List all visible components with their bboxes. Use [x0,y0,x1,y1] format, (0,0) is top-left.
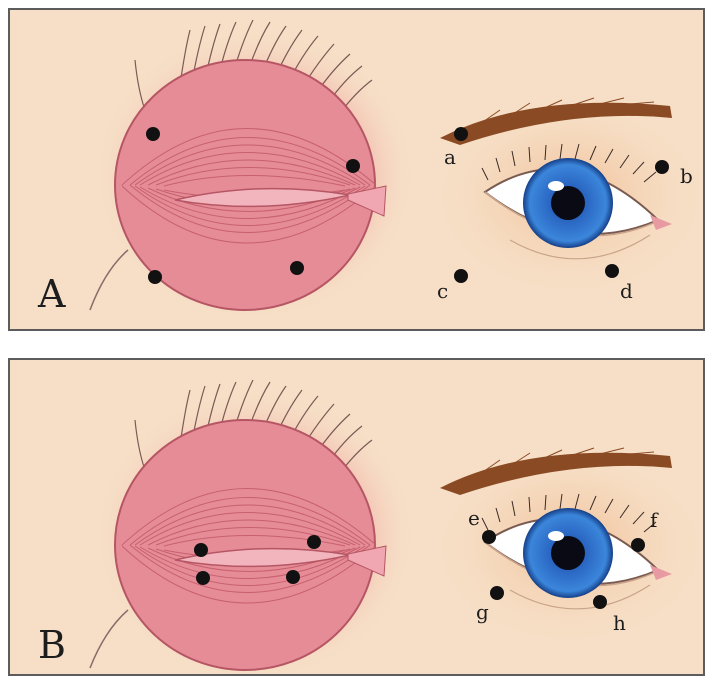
marker [148,270,162,284]
point-label-c: c [437,281,448,301]
marker-f [631,538,645,552]
panel-a-illustration [10,10,705,331]
marker-d [605,264,619,278]
point-label-h: h [613,613,626,633]
marker [346,159,360,173]
marker-c [454,269,468,283]
marker-e [482,530,496,544]
point-label-g: g [476,602,489,622]
marker [290,261,304,275]
marker [286,570,300,584]
panel-letter: A [38,275,65,313]
marker [307,535,321,549]
panel-letter: B [38,626,66,664]
marker [146,127,160,141]
pupil [551,536,585,570]
point-label-e: e [468,508,480,528]
marker-g [490,586,504,600]
point-label-b: b [680,166,693,186]
nerve-line [90,610,128,668]
marker-b [655,160,669,174]
eye-highlight [548,531,564,541]
marker [196,571,210,585]
point-label-f: f [650,510,657,530]
marker-h [593,595,607,609]
eye-highlight [548,181,564,191]
pupil [551,186,585,220]
panel-b: B e f g h [8,358,705,676]
marker-a [454,127,468,141]
panel-b-illustration [10,360,705,676]
nerve-line [90,250,128,310]
point-label-d: d [620,281,633,301]
point-label-a: a [444,147,456,167]
panel-a: A a b c d [8,8,705,331]
orbicularis-muscle [115,420,375,670]
marker [194,543,208,557]
